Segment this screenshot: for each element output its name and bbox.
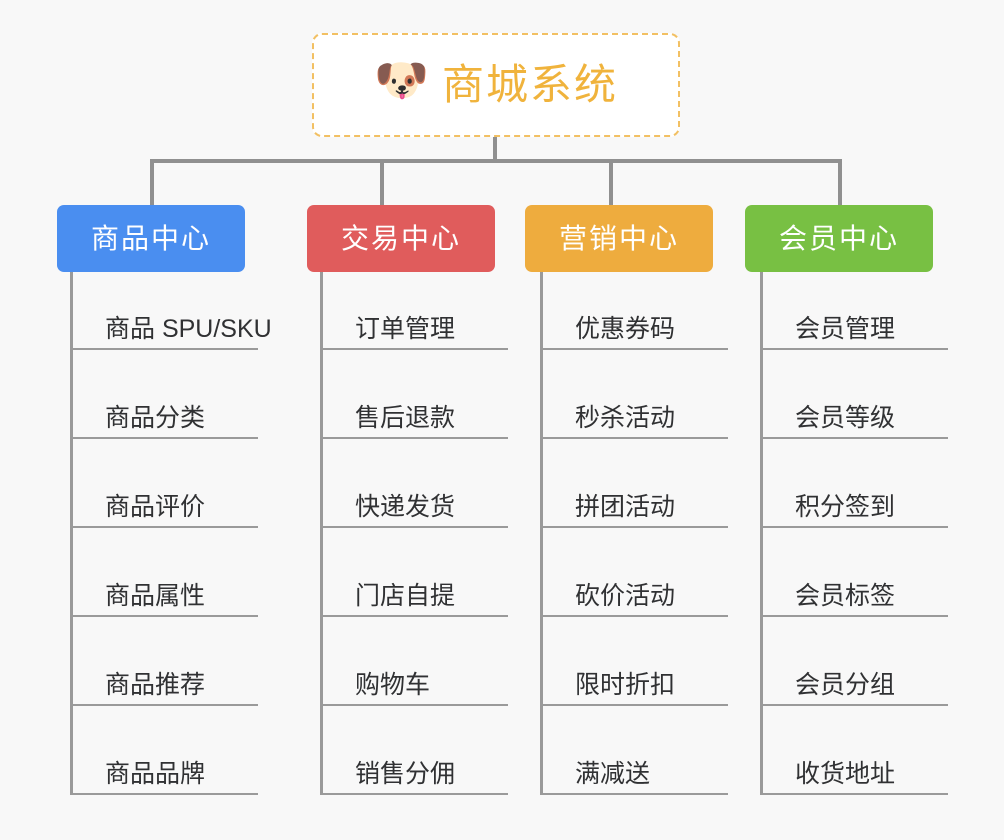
leaf-item-label: 会员标签 bbox=[795, 581, 896, 610]
leaf-column-member-center: 会员管理 会员等级 积分签到 会员标签 会员分组 收货地址 bbox=[760, 272, 948, 795]
leaf-item[interactable]: 商品品牌 bbox=[73, 706, 258, 795]
connector-root-stem bbox=[493, 137, 497, 162]
category-label: 会员中心 bbox=[778, 222, 899, 254]
leaf-column-marketing-center: 优惠券码 秒杀活动 拼团活动 砍价活动 限时折扣 满减送 bbox=[540, 272, 728, 795]
connector-drop-2 bbox=[380, 159, 384, 207]
leaf-item-label: 会员分组 bbox=[795, 670, 896, 699]
leaf-item-label: 商品分类 bbox=[105, 403, 206, 432]
category-box-product-center[interactable]: 商品中心 bbox=[57, 205, 245, 272]
leaf-item[interactable]: 购物车 bbox=[323, 617, 508, 706]
leaf-item[interactable]: 快递发货 bbox=[323, 439, 508, 528]
leaf-item-label: 订单管理 bbox=[355, 314, 456, 343]
leaf-item-label: 限时折扣 bbox=[575, 670, 676, 699]
root-node[interactable]: 🐶 商城系统 bbox=[312, 33, 680, 137]
leaf-item[interactable]: 会员分组 bbox=[763, 617, 948, 706]
category-box-member-center[interactable]: 会员中心 bbox=[745, 205, 933, 272]
category-box-trade-center[interactable]: 交易中心 bbox=[307, 205, 495, 272]
leaf-item-label: 商品属性 bbox=[105, 581, 206, 610]
leaf-item[interactable]: 拼团活动 bbox=[543, 439, 728, 528]
root-node-title: 商城系统 bbox=[441, 61, 618, 108]
leaf-item-label: 秒杀活动 bbox=[575, 403, 676, 432]
leaf-column-trade-center: 订单管理 售后退款 快递发货 门店自提 购物车 销售分佣 bbox=[320, 272, 508, 795]
leaf-item-label: 收货地址 bbox=[795, 759, 896, 788]
connector-drop-3 bbox=[609, 159, 613, 207]
shiba-dog-face-icon: 🐶 bbox=[373, 56, 429, 105]
leaf-item-label: 积分签到 bbox=[795, 492, 896, 521]
leaf-item-label: 销售分佣 bbox=[355, 759, 456, 788]
leaf-item[interactable]: 限时折扣 bbox=[543, 617, 728, 706]
leaf-item-label: 快递发货 bbox=[355, 492, 456, 521]
leaf-item-label: 拼团活动 bbox=[575, 492, 676, 521]
leaf-item[interactable]: 收货地址 bbox=[763, 706, 948, 795]
leaf-item[interactable]: 商品评价 bbox=[73, 439, 258, 528]
leaf-item-label: 商品推荐 bbox=[105, 670, 206, 699]
leaf-item-label: 会员管理 bbox=[795, 314, 896, 343]
leaf-item-label: 砍价活动 bbox=[575, 581, 676, 610]
leaf-item[interactable]: 订单管理 bbox=[323, 272, 508, 350]
leaf-item-label: 商品 SPU/SKU bbox=[105, 314, 272, 343]
leaf-item[interactable]: 售后退款 bbox=[323, 350, 508, 439]
leaf-item[interactable]: 商品属性 bbox=[73, 528, 258, 617]
leaf-item-label: 商品品牌 bbox=[105, 759, 206, 788]
leaf-item[interactable]: 满减送 bbox=[543, 706, 728, 795]
connector-drop-1 bbox=[150, 159, 154, 207]
leaf-item-label: 会员等级 bbox=[795, 403, 896, 432]
leaf-item[interactable]: 积分签到 bbox=[763, 439, 948, 528]
connector-horizontal-bus bbox=[150, 159, 842, 163]
leaf-item[interactable]: 商品分类 bbox=[73, 350, 258, 439]
leaf-item[interactable]: 商品推荐 bbox=[73, 617, 258, 706]
category-label: 商品中心 bbox=[90, 222, 211, 254]
leaf-item[interactable]: 会员等级 bbox=[763, 350, 948, 439]
category-label: 营销中心 bbox=[558, 222, 679, 254]
category-box-marketing-center[interactable]: 营销中心 bbox=[525, 205, 713, 272]
leaf-item-label: 购物车 bbox=[355, 670, 431, 699]
leaf-item[interactable]: 商品 SPU/SKU bbox=[73, 272, 272, 350]
leaf-item-label: 商品评价 bbox=[105, 492, 206, 521]
leaf-item-label: 门店自提 bbox=[355, 581, 456, 610]
leaf-item[interactable]: 销售分佣 bbox=[323, 706, 508, 795]
leaf-item[interactable]: 会员标签 bbox=[763, 528, 948, 617]
leaf-item[interactable]: 会员管理 bbox=[763, 272, 948, 350]
leaf-item[interactable]: 门店自提 bbox=[323, 528, 508, 617]
leaf-item-label: 满减送 bbox=[575, 759, 651, 788]
connector-drop-4 bbox=[838, 159, 842, 207]
category-label: 交易中心 bbox=[340, 222, 461, 254]
leaf-item[interactable]: 优惠券码 bbox=[543, 272, 728, 350]
leaf-item[interactable]: 砍价活动 bbox=[543, 528, 728, 617]
leaf-item[interactable]: 秒杀活动 bbox=[543, 350, 728, 439]
leaf-item-label: 售后退款 bbox=[355, 403, 456, 432]
leaf-column-product-center: 商品 SPU/SKU 商品分类 商品评价 商品属性 商品推荐 商品品牌 bbox=[70, 272, 272, 795]
leaf-item-label: 优惠券码 bbox=[575, 314, 676, 343]
